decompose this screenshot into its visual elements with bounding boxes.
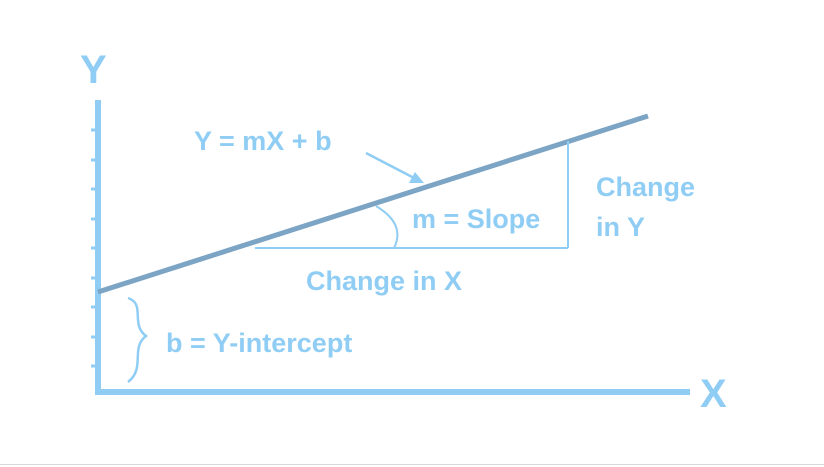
slope-line	[97, 113, 649, 295]
y-axis-label: Y	[80, 48, 107, 92]
y-intercept-label: b = Y-intercept	[166, 328, 353, 358]
y-axis-ticks	[91, 128, 98, 368]
change-in-y-label-line1: Change	[596, 172, 696, 202]
x-axis-label: X	[700, 372, 727, 416]
equation-arrow	[365, 151, 424, 183]
equation-label: Y = mX + b	[194, 126, 332, 156]
slope-angle-arc	[375, 205, 399, 249]
intercept-brace	[127, 296, 149, 383]
divider	[0, 464, 824, 465]
change-in-y-label-line2: in Y	[596, 212, 646, 242]
slope-label: m = Slope	[412, 204, 541, 234]
change-in-x-label: Change in X	[306, 266, 463, 296]
